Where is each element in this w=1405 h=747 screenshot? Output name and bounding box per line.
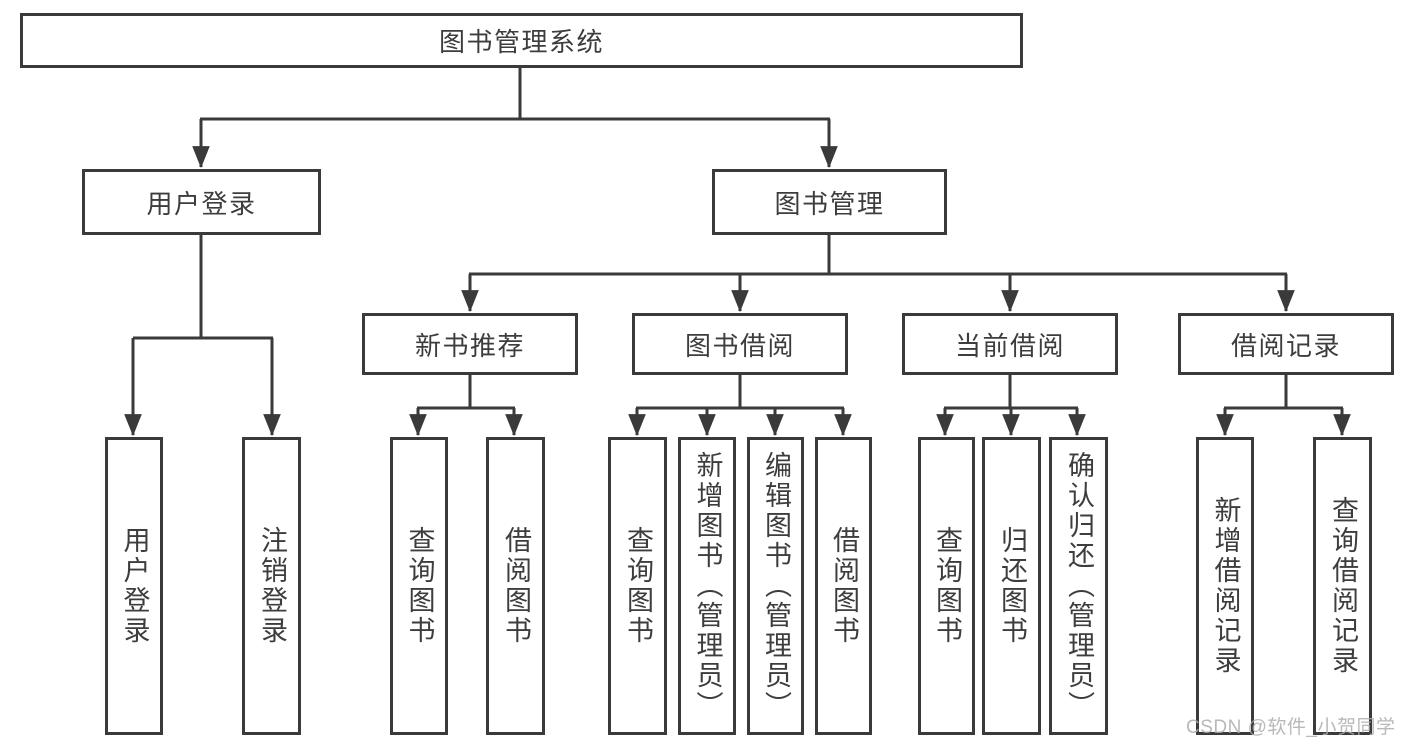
connector-current-borrow-trunk bbox=[944, 375, 1078, 410]
node-br-query-record-label: 查询借阅记录 bbox=[1328, 496, 1359, 676]
connector-book-management-trunk bbox=[469, 235, 1287, 276]
node-borrow-records: 借阅记录 bbox=[1178, 313, 1394, 375]
node-br-add-record: 新增借阅记录 bbox=[1196, 437, 1254, 735]
node-new-book-recommend-label: 新书推荐 bbox=[414, 330, 525, 361]
node-cb-confirm-return-admin-label: 确认归还（管理员） bbox=[1064, 451, 1095, 721]
node-book-management: 图书管理 bbox=[712, 169, 947, 235]
node-bb-borrow-books-label: 借阅图书 bbox=[829, 526, 860, 646]
node-bb-edit-books-admin-label: 编辑图书（管理员） bbox=[761, 451, 792, 721]
node-current-borrow: 当前借阅 bbox=[902, 313, 1118, 375]
node-login: 用户登录 bbox=[105, 437, 163, 735]
node-bb-query-books-label: 查询图书 bbox=[623, 526, 654, 646]
node-nb-query-books: 查询图书 bbox=[390, 437, 448, 735]
node-nb-borrow-books-label: 借阅图书 bbox=[501, 526, 532, 646]
node-bb-edit-books-admin: 编辑图书（管理员） bbox=[747, 437, 804, 735]
node-cb-return-books-label: 归还图书 bbox=[997, 526, 1028, 646]
node-br-add-record-label: 新增借阅记录 bbox=[1210, 496, 1241, 676]
node-cb-query-books-label: 查询图书 bbox=[932, 526, 963, 646]
node-nb-query-books-label: 查询图书 bbox=[404, 526, 435, 646]
connector-book-borrow-trunk bbox=[636, 375, 844, 410]
node-cb-confirm-return-admin: 确认归还（管理员） bbox=[1049, 437, 1108, 735]
node-br-query-record: 查询借阅记录 bbox=[1313, 437, 1372, 735]
node-logout: 注销登录 bbox=[242, 437, 301, 735]
connector-root-trunk bbox=[200, 68, 830, 121]
node-root-label: 图书管理系统 bbox=[438, 27, 604, 57]
node-nb-borrow-books: 借阅图书 bbox=[486, 437, 545, 735]
node-bb-borrow-books: 借阅图书 bbox=[815, 437, 872, 735]
node-bb-add-books-admin: 新增图书（管理员） bbox=[678, 437, 736, 735]
node-logout-label: 注销登录 bbox=[257, 526, 288, 646]
node-login-label: 用户登录 bbox=[119, 526, 150, 646]
node-book-management-label: 图书管理 bbox=[774, 188, 885, 219]
connector-borrow-records-trunk bbox=[1224, 375, 1343, 410]
node-bb-query-books: 查询图书 bbox=[608, 437, 667, 735]
connector-user-login-trunk bbox=[133, 235, 273, 340]
node-book-borrow-label: 图书借阅 bbox=[684, 330, 795, 361]
node-bb-add-books-admin-label: 新增图书（管理员） bbox=[692, 451, 723, 721]
csdn-watermark: CSDN @软件_小贺同学 bbox=[1186, 717, 1396, 738]
node-new-book-recommend: 新书推荐 bbox=[362, 313, 578, 375]
node-user-login-label: 用户登录 bbox=[146, 188, 257, 219]
node-cb-query-books: 查询图书 bbox=[918, 437, 975, 735]
node-current-borrow-label: 当前借阅 bbox=[954, 330, 1065, 361]
node-root: 图书管理系统 bbox=[20, 13, 1023, 68]
node-book-borrow: 图书借阅 bbox=[632, 313, 848, 375]
node-cb-return-books: 归还图书 bbox=[982, 437, 1041, 735]
node-user-login: 用户登录 bbox=[82, 169, 321, 235]
connector-new-book-recommend-trunk bbox=[417, 375, 515, 410]
node-borrow-records-label: 借阅记录 bbox=[1230, 330, 1341, 361]
